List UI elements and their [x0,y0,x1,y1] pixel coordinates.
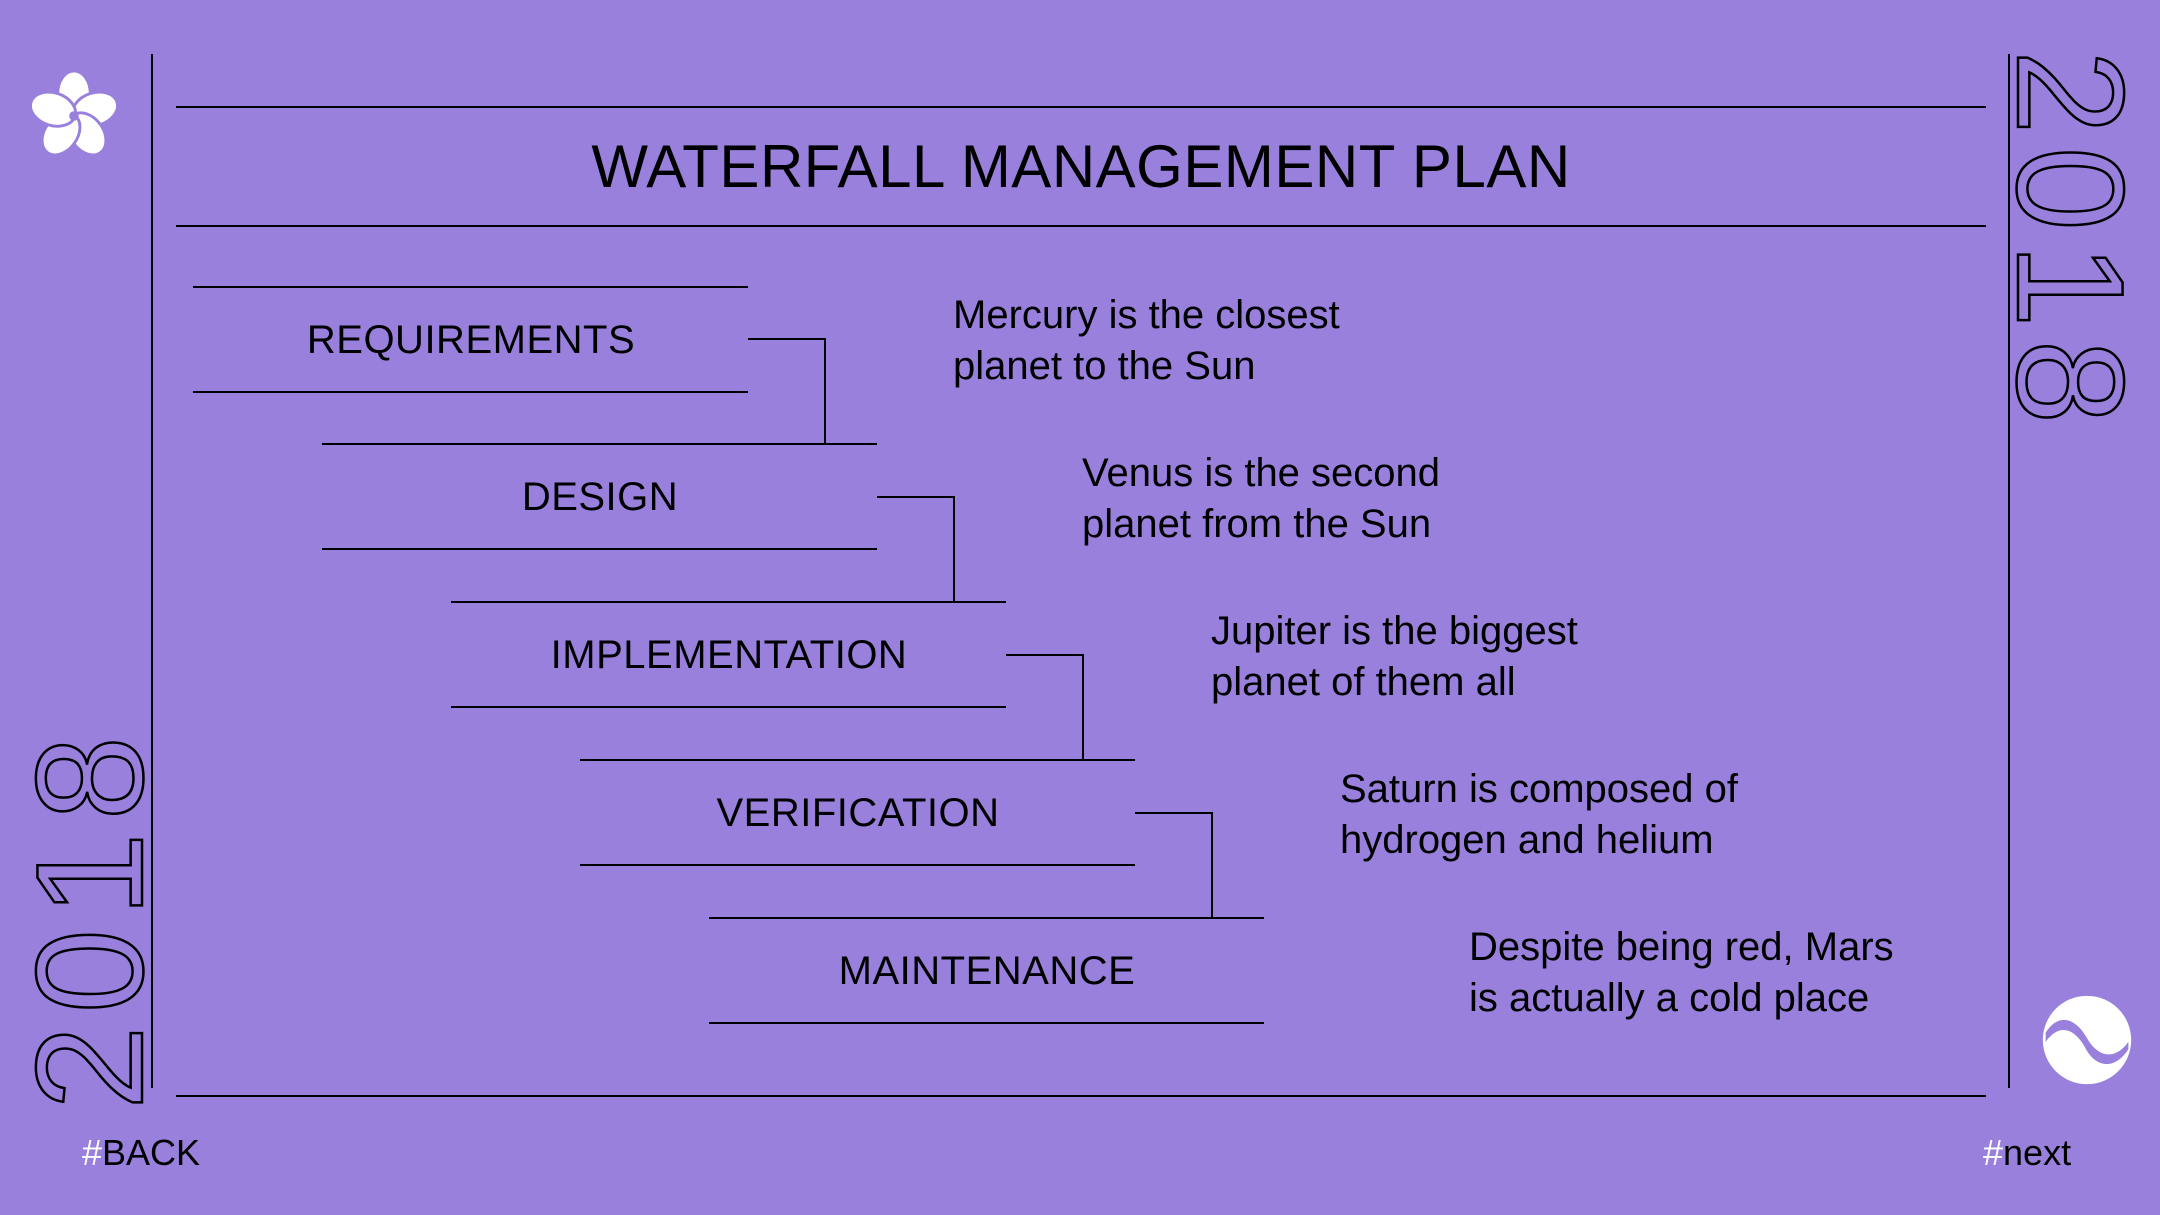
connector-vertical [1211,812,1213,918]
next-label: next [2003,1132,2072,1173]
description-line: Despite being red, Mars [1469,925,1894,969]
phase-bottom-rule [451,706,1006,708]
frame-left-line [151,54,153,1088]
phase-bottom-rule [322,548,877,550]
frame-right-line [2008,54,2010,1088]
flower-icon [26,68,122,164]
hash-symbol: # [82,1132,103,1173]
phase-top-rule [451,601,1006,603]
back-label: BACK [102,1132,201,1173]
phase-top-rule [193,286,748,288]
connector-vertical [953,496,955,602]
phase-description: Saturn is composed of hydrogen and heliu… [1340,764,1900,866]
description-line: is actually a cold place [1469,976,1870,1020]
phase-top-rule [709,917,1264,919]
description-line: planet of them all [1211,660,1516,704]
phase-label-requirements: REQUIREMENTS [306,318,636,362]
phase-bottom-rule [193,391,748,393]
description-line: Mercury is the closest [953,293,1340,337]
description-line: planet to the Sun [953,344,1256,388]
phase-label-implementation: IMPLEMENTATION [550,633,908,677]
phase-description: Mercury is the closest planet to the Sun [953,290,1513,392]
page-title: WATERFALL MANAGEMENT PLAN [591,133,1571,200]
year-right-outline: 2018 [1984,49,2157,438]
connector-horizontal [748,338,826,340]
phase-label-maintenance: MAINTENANCE [838,949,1136,993]
phase-label-design: DESIGN [521,475,679,519]
phase-top-rule [322,443,877,445]
year-left-outline: 2018 [4,723,177,1112]
frame-bottom-rule [176,1095,1986,1097]
next-link[interactable]: #next [1983,1132,2071,1174]
title-bottom-rule [176,225,1986,227]
connector-horizontal [877,496,955,498]
connector-vertical [1082,654,1084,760]
phase-top-rule [580,759,1135,761]
connector-horizontal [1006,654,1084,656]
phase-description: Jupiter is the biggest planet of them al… [1211,606,1771,708]
back-link[interactable]: #BACK [82,1132,200,1174]
description-line: Jupiter is the biggest [1211,609,1578,653]
wave-circle-icon [2040,993,2134,1087]
phase-description: Venus is the second planet from the Sun [1082,448,1642,550]
phase-description: Despite being red, Mars is actually a co… [1469,922,2029,1024]
phase-label-verification: VERIFICATION [716,791,1000,835]
title-top-rule [176,106,1986,108]
description-line: planet from the Sun [1082,502,1432,546]
description-line: hydrogen and helium [1340,818,1714,862]
phase-bottom-rule [709,1022,1264,1024]
description-line: Venus is the second [1082,451,1441,495]
connector-vertical [824,338,826,444]
description-line: Saturn is composed of [1340,767,1738,811]
phase-bottom-rule [580,864,1135,866]
hash-symbol: # [1983,1132,2004,1173]
connector-horizontal [1135,812,1213,814]
